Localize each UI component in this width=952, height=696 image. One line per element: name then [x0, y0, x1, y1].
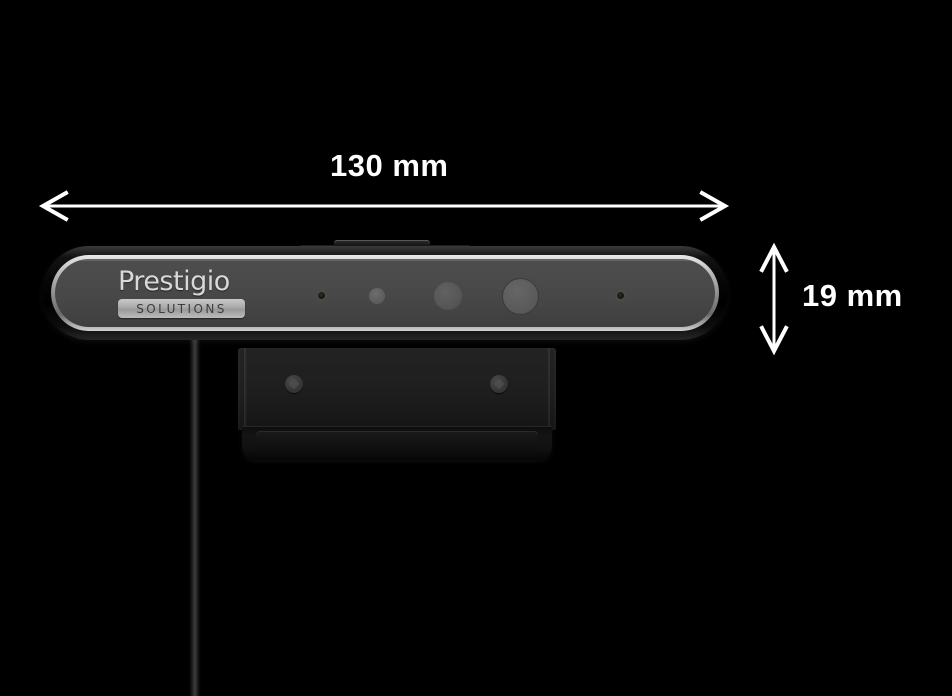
clip-bracket [238, 348, 556, 460]
ir-emitter-icon [369, 288, 385, 304]
height-dimension-label: 19 mm [802, 278, 903, 313]
main-camera-lens-icon [502, 278, 539, 315]
width-dimension-label: 130 mm [330, 148, 449, 183]
brand-wordmark: Prestigio [118, 266, 230, 297]
bracket-lower-lip [242, 426, 552, 460]
arrowhead-right-icon [699, 190, 730, 222]
sub-brand-badge: SOLUTIONS [118, 299, 245, 318]
microphone-right-icon [617, 292, 624, 299]
bracket-screw-left-icon [285, 375, 303, 393]
bracket-body [238, 348, 556, 430]
usb-cable [189, 340, 201, 696]
arrowhead-up-icon [759, 242, 789, 273]
brand-logo: Prestigio SOLUTIONS [118, 268, 268, 318]
top-notch [334, 240, 430, 248]
microphone-left-icon [318, 292, 325, 299]
height-dimension-arrow [759, 242, 789, 356]
sub-brand-label: SOLUTIONS [136, 301, 227, 316]
arrowhead-down-icon [759, 325, 789, 356]
width-dimension-arrow [38, 190, 730, 222]
depth-sensor-icon [434, 282, 462, 310]
arrowhead-left-icon [38, 190, 69, 222]
bracket-screw-right-icon [490, 375, 508, 393]
